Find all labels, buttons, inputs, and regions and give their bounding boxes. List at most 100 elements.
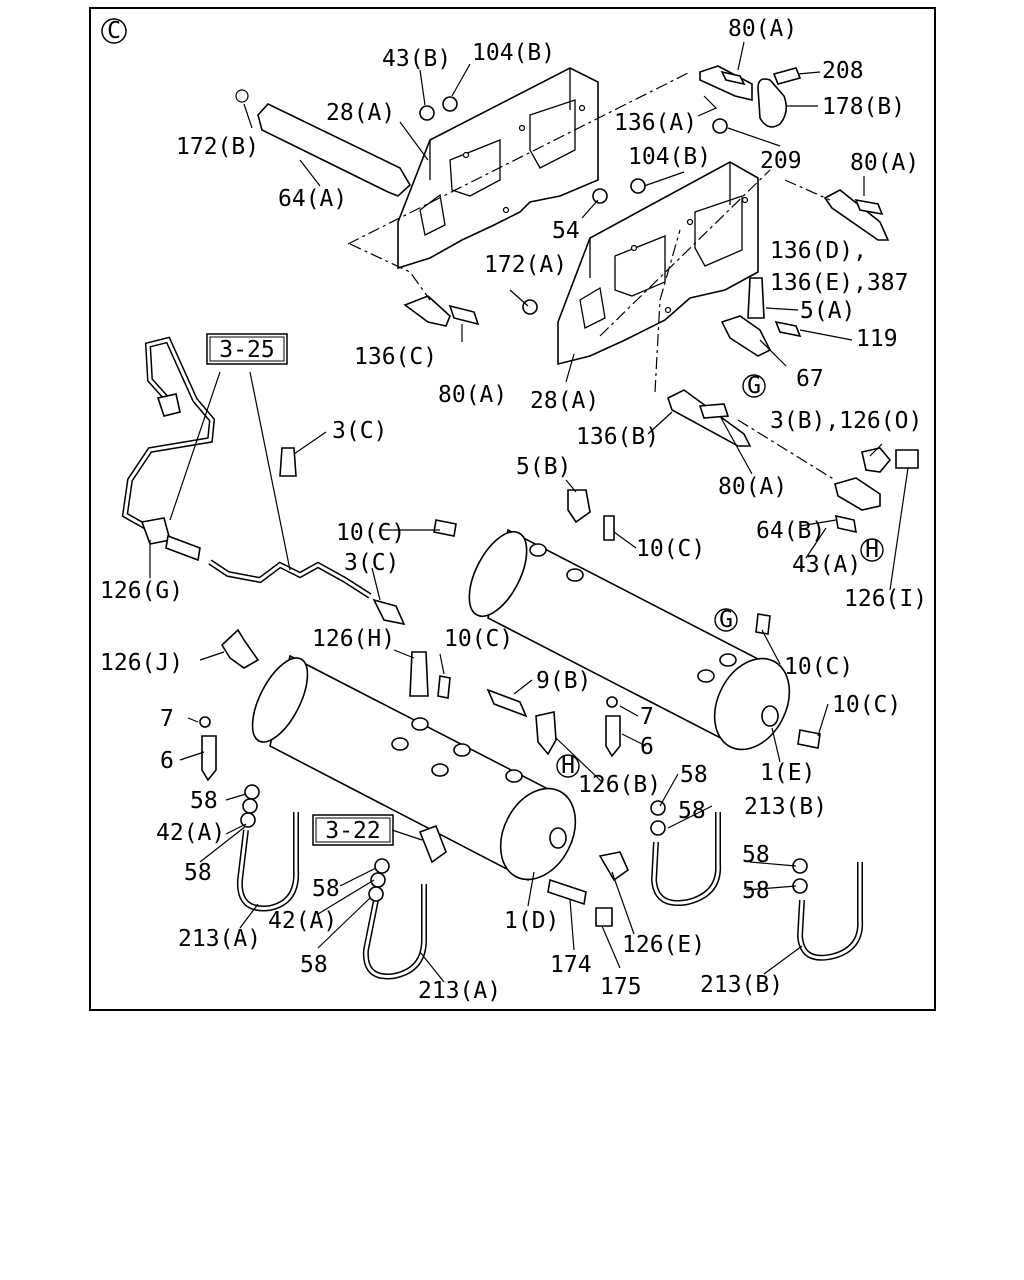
clip-178b (757, 78, 788, 128)
bolt-80a-top (720, 70, 746, 86)
air-tank-1e (468, 528, 791, 751)
centerline-top (347, 71, 691, 245)
label-126g: 126(G) (100, 578, 183, 604)
svg-text:G: G (719, 607, 733, 633)
bolt-80a-left (448, 304, 480, 326)
centerline-right (737, 419, 836, 481)
label-10c-5: 10(C) (832, 692, 901, 718)
label-104b-1: 104(B) (472, 40, 555, 66)
svg-text:G: G (747, 373, 761, 399)
plug-10c-3 (755, 613, 771, 635)
drain-valve-6-right (605, 715, 621, 758)
centerline-mid (599, 169, 771, 337)
label-213a-1: 213(A) (178, 926, 261, 952)
label-67: 67 (796, 366, 824, 392)
label-10c-4: 10(C) (784, 654, 853, 680)
reference-box-3-22[interactable]: 3-22 (312, 814, 394, 846)
label-178b: 178(B) (822, 94, 905, 120)
label-58-6: 58 (312, 876, 340, 902)
label-10c-3: 10(C) (444, 626, 513, 652)
plug-10c-2 (603, 515, 615, 541)
nut-104b-top (442, 96, 458, 112)
air-tank-1d (251, 654, 577, 882)
label-42a-2: 42(A) (268, 908, 337, 934)
label-126j: 126(J) (100, 650, 183, 676)
label-10c-1: 10(C) (336, 520, 405, 546)
label-7-right: 7 (640, 704, 654, 730)
part-labels: 80(A) 208 43(B) 104(B) 136(A) 178(B) 28(… (100, 16, 927, 1004)
label-1e: 1(E) (760, 760, 815, 786)
label-43a: 43(A) (792, 552, 861, 578)
label-58-2: 58 (190, 788, 218, 814)
label-213b-1: 213(B) (744, 794, 827, 820)
crossmember-plate-lower (557, 161, 759, 366)
marker-g-top: G (742, 373, 766, 399)
bolt-208 (772, 67, 802, 85)
bracket-136c (403, 295, 451, 327)
svg-text:3-22: 3-22 (325, 818, 380, 844)
fitting-5b (567, 489, 591, 524)
bolt-80a-mid (698, 403, 730, 419)
fitting-126h (409, 651, 429, 697)
fitting-126j (220, 628, 260, 669)
label-43b: 43(B) (382, 46, 451, 72)
bracket-136d (823, 189, 890, 241)
label-64b: 64(B) (756, 518, 825, 544)
label-1d: 1(D) (504, 908, 559, 934)
fitting-126e (598, 851, 629, 882)
nut-58-a1 (244, 784, 260, 800)
plug-10c-1 (433, 519, 457, 537)
fitting-174 (547, 878, 587, 906)
label-3c-2: 3(C) (344, 550, 399, 576)
label-80a-2: 80(A) (850, 150, 919, 176)
drain-valve-6-left (201, 735, 217, 782)
label-58-7: 58 (742, 878, 770, 904)
label-175: 175 (600, 974, 642, 1000)
leader-lines (149, 41, 909, 983)
bracket-67 (720, 315, 772, 357)
nut-58-a2 (240, 812, 256, 828)
svg-text:3-25: 3-25 (219, 337, 274, 363)
label-126h: 126(H) (312, 626, 395, 652)
label-58-4: 58 (742, 842, 770, 868)
label-80a-1: 80(A) (728, 16, 797, 42)
label-58-5: 58 (184, 860, 212, 886)
label-58-3: 58 (678, 798, 706, 824)
label-208: 208 (822, 58, 864, 84)
diagram-frame (89, 7, 936, 1011)
label-58-1: 58 (680, 762, 708, 788)
svg-text:H: H (865, 537, 879, 563)
label-58-8: 58 (300, 952, 328, 978)
label-119: 119 (856, 326, 898, 352)
marker-h-tank: H (556, 753, 580, 779)
marker-g-tank: G (714, 607, 738, 633)
fitting-126b (535, 711, 557, 756)
label-5b: 5(B) (516, 454, 571, 480)
nut-58-b1 (374, 858, 390, 874)
label-7-left: 7 (160, 706, 174, 732)
nut-209 (712, 118, 728, 134)
nut-104b-mid (630, 178, 646, 194)
section-mark: C (101, 18, 127, 44)
u-bolt-213b-right (796, 862, 864, 961)
washer-42a-1 (242, 798, 258, 814)
label-5a: 5(A) (800, 298, 855, 324)
label-3c-1: 3(C) (332, 418, 387, 444)
label-54: 54 (552, 218, 580, 244)
label-126e: 126(E) (622, 932, 705, 958)
label-42a-1: 42(A) (156, 820, 225, 846)
pipe-end-fitting (156, 393, 181, 417)
label-213b-2: 213(B) (700, 972, 783, 998)
nut-43b (419, 105, 435, 121)
valve-5a (747, 277, 765, 319)
marker-h-right: H (860, 537, 884, 563)
label-6-right: 6 (640, 734, 654, 760)
centerline-mid2 (654, 229, 681, 393)
label-136d: 136(D), (770, 238, 867, 264)
label-172b: 172(B) (176, 134, 259, 160)
valve-3b (861, 447, 892, 473)
reference-box-3-25[interactable]: 3-25 (206, 333, 288, 365)
label-10c-2: 10(C) (636, 536, 705, 562)
nut-54 (592, 188, 608, 204)
